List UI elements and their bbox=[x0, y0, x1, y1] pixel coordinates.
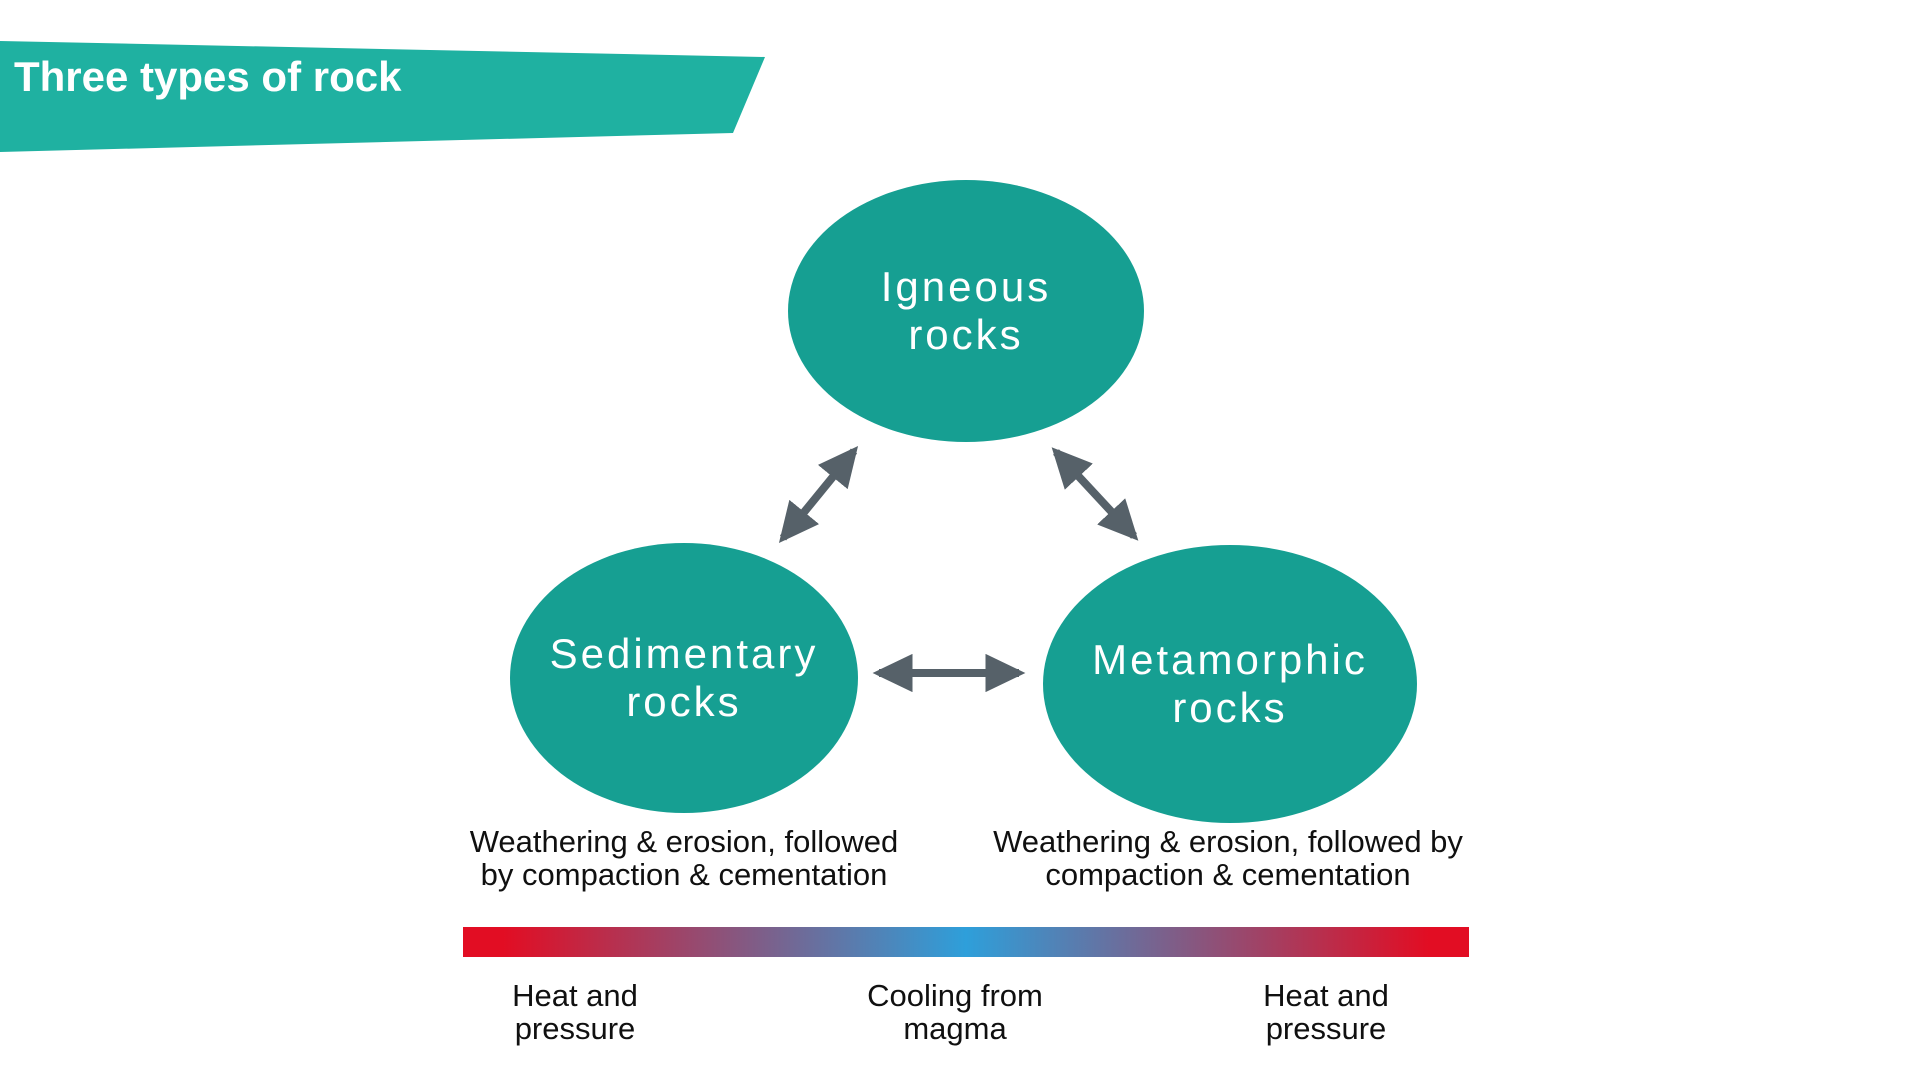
gradient-label-cooling-from-magma: Cooling from magma bbox=[835, 979, 1075, 1045]
arrow-igneous-sedimentary bbox=[778, 446, 859, 543]
title-banner: Three types of rock bbox=[0, 41, 765, 152]
node-label: Sedimentary rocks bbox=[550, 630, 819, 726]
node-metamorphic-rocks: Metamorphic rocks bbox=[1043, 545, 1417, 823]
node-label-line1: Metamorphic bbox=[1092, 636, 1368, 683]
caption-line1: Weathering & erosion, followed by bbox=[993, 824, 1463, 859]
gradient-label-heat-right: Heat and pressure bbox=[1206, 979, 1446, 1045]
node-label-line2: rocks bbox=[908, 311, 1024, 358]
gradient-label-line2: magma bbox=[903, 1011, 1007, 1046]
node-label-line2: rocks bbox=[1172, 684, 1288, 731]
gradient-label-line2: pressure bbox=[1265, 1011, 1387, 1046]
node-label: Metamorphic rocks bbox=[1092, 636, 1368, 732]
node-label-line2: rocks bbox=[626, 678, 742, 725]
node-sedimentary-rocks: Sedimentary rocks bbox=[510, 543, 858, 813]
caption-sedimentary: Weathering & erosion, followed by compac… bbox=[424, 825, 944, 891]
arrow-igneous-metamorphic bbox=[1051, 447, 1139, 541]
node-igneous-rocks: Igneous rocks bbox=[788, 180, 1144, 442]
page-title: Three types of rock bbox=[14, 53, 402, 100]
caption-line2: by compaction & cementation bbox=[480, 857, 888, 892]
caption-line2: compaction & cementation bbox=[1045, 857, 1411, 892]
temperature-gradient-bar bbox=[463, 927, 1469, 957]
node-label-line1: Sedimentary bbox=[549, 630, 819, 677]
caption-line1: Weathering & erosion, followed bbox=[469, 824, 899, 859]
gradient-label-line1: Heat and bbox=[512, 978, 638, 1013]
node-label: Igneous rocks bbox=[881, 263, 1051, 359]
gradient-label-heat-left: Heat and pressure bbox=[455, 979, 695, 1045]
node-label-line1: Igneous bbox=[880, 263, 1052, 310]
gradient-label-line1: Cooling from bbox=[867, 978, 1043, 1013]
gradient-label-line2: pressure bbox=[514, 1011, 636, 1046]
caption-metamorphic: Weathering & erosion, followed by compac… bbox=[958, 825, 1498, 891]
gradient-label-line1: Heat and bbox=[1263, 978, 1389, 1013]
